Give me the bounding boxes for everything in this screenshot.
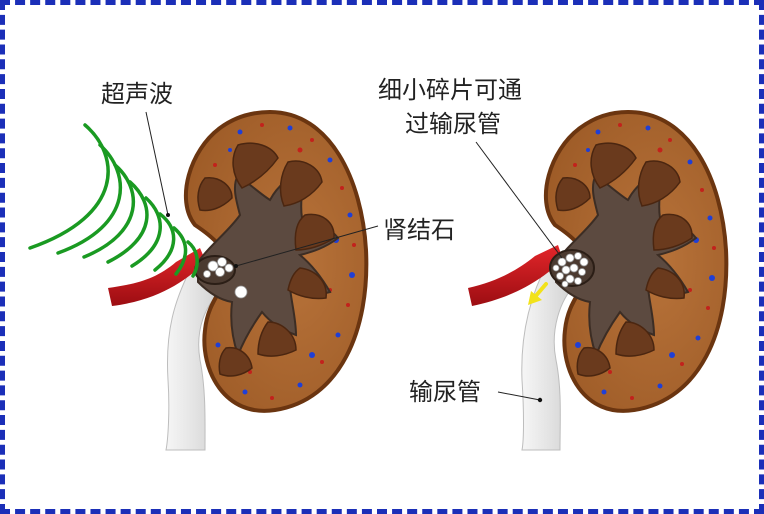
fragment-flow-arrow — [528, 282, 548, 305]
leader-ureter — [497, 391, 541, 401]
leader-ultrasound — [145, 111, 169, 216]
ultrasound-waves — [28, 123, 199, 278]
right-cortex-dots — [562, 123, 716, 400]
left-kidney — [108, 109, 369, 451]
leader-dots — [166, 213, 543, 403]
leader-kidney-stone — [235, 225, 379, 267]
kidney-illustration — [28, 109, 729, 451]
leader-lines — [145, 111, 563, 401]
label-fragments-line1: 细小碎片可通 — [378, 76, 522, 104]
leader-fragments — [475, 141, 563, 259]
right-kidney — [468, 109, 729, 451]
left-kidney-stone — [194, 255, 248, 299]
label-kidney-stone: 肾结石 — [383, 216, 455, 244]
label-fragments-line2: 过输尿管 — [405, 110, 501, 138]
left-pyramids — [197, 142, 335, 377]
label-ultrasound: 超声波 — [101, 80, 173, 108]
right-renal-artery — [468, 245, 563, 306]
right-pyramids — [555, 142, 693, 377]
right-ureter — [521, 261, 576, 451]
stone-fragments — [549, 249, 595, 288]
label-ureter: 输尿管 — [409, 378, 481, 406]
left-ureter — [165, 269, 223, 451]
